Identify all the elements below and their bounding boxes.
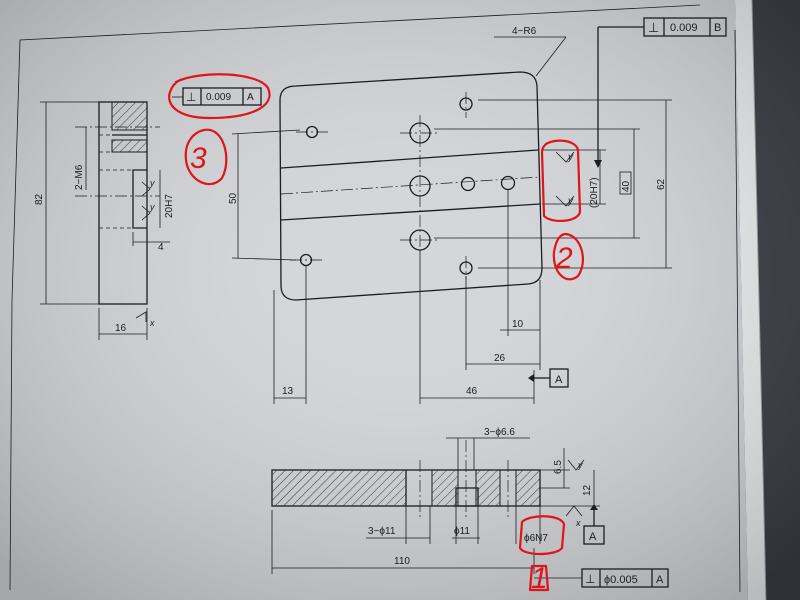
main-view-dim-40: 40 xyxy=(434,128,640,239)
left-view-thread-note: 2−M6 xyxy=(74,127,87,190)
section-counterbore-label: 3−ϕ11 xyxy=(368,526,396,537)
red-annotations: 3 2 1 xyxy=(168,73,584,595)
top-right-datum-letter: B xyxy=(714,22,721,34)
main-view-roughness-top: y xyxy=(567,152,574,163)
red-marker-1: 1 xyxy=(531,562,548,595)
main-view-dim-10-label: 10 xyxy=(512,319,524,330)
sheet-border xyxy=(9,4,701,591)
left-view-width-dim: 16 x xyxy=(98,308,155,340)
red-circle-marker-3 xyxy=(184,128,228,186)
main-view-dim-10: 10 xyxy=(500,190,541,336)
main-view-dim-26-label: 26 xyxy=(494,353,506,364)
left-view-thread-label: 2−M6 xyxy=(74,164,85,190)
left-view-tolerance-value: 0.009 xyxy=(206,92,231,103)
left-view-tolerance-frame: ⊥ 0.009 A xyxy=(172,87,262,106)
left-view-width-label: 16 xyxy=(115,323,127,334)
left-view-perpendicular-symbol: ⊥ xyxy=(186,90,196,104)
section-datum-a: A xyxy=(583,504,605,545)
section-counterbore-dim: 3−ϕ11 xyxy=(366,506,431,544)
red-circle-marker-1 xyxy=(528,564,550,592)
section-datum-letter-frame: A xyxy=(656,574,664,586)
sheet-border-right xyxy=(734,29,741,593)
main-view-roughness-marks: y y xyxy=(555,151,575,207)
main-view-dim-26: 26 xyxy=(465,276,541,370)
main-view-height-right-label: 62 xyxy=(656,178,667,190)
main-view-slot-box-label: 40 xyxy=(621,180,632,192)
section-perpendicular-symbol: ⊥ xyxy=(585,572,595,586)
section-fit-dim: ϕ6N7 xyxy=(515,506,548,544)
top-right-tolerance-frame: ⊥ 0.009 B xyxy=(594,17,727,168)
svg-text:y: y xyxy=(577,460,583,470)
section-length-label: 110 xyxy=(394,556,410,567)
main-view-datum-a: A xyxy=(528,368,569,388)
section-bore-dim: ϕ11 xyxy=(452,506,480,544)
main-view-corner-label: 4−R6 xyxy=(512,26,537,37)
left-view-fit-dim: 20H7 y y xyxy=(141,170,175,228)
section-fit-label: ϕ6N7 xyxy=(524,533,548,544)
main-view-height-left-label: 50 xyxy=(228,192,239,204)
svg-text:y: y xyxy=(149,178,155,188)
left-view-dim-82: 82 xyxy=(34,101,99,305)
main-view-dim-50: 50 xyxy=(228,129,301,261)
section-holes-label: 3−ϕ6.6 xyxy=(484,427,515,438)
section-dim-12-label: 12 xyxy=(582,484,593,496)
top-right-perpendicular-symbol: ⊥ xyxy=(648,20,659,35)
section-bottom-tolerance-frame: ⊥ ϕ0.005 A xyxy=(534,568,669,588)
main-view-roughness-bottom: y xyxy=(567,196,574,207)
red-circle-left-frame xyxy=(168,73,271,120)
left-view-fit-label: 20H7 xyxy=(164,194,175,218)
top-right-tolerance-value: 0.009 xyxy=(670,22,698,34)
section-dim-6-5: 6.5 y xyxy=(540,448,585,489)
section-length-dim: 110 xyxy=(271,510,535,574)
section-view xyxy=(271,440,541,520)
left-side-view xyxy=(75,101,160,305)
main-view-dim-20h7: (20H7) xyxy=(542,149,606,208)
red-marker-2: 2 xyxy=(555,242,573,275)
left-view-datum-letter: A xyxy=(247,92,254,103)
main-view-dim-13: 13 xyxy=(273,266,307,404)
section-tolerance-value: ϕ0.005 xyxy=(604,574,638,586)
section-holes-note: 3−ϕ6.6 xyxy=(446,427,530,470)
section-roughness-label: x xyxy=(575,518,581,528)
main-view-dim-62: 62 xyxy=(478,99,672,269)
main-view-slot-fit-label: (20H7) xyxy=(589,177,600,208)
section-dim-12: 12 x xyxy=(540,470,600,528)
section-dim-6-5-label: 6.5 xyxy=(553,460,564,474)
left-view-height-label: 82 xyxy=(34,193,45,205)
main-view-datum-letter: A xyxy=(555,374,563,386)
svg-text:y: y xyxy=(149,202,155,212)
red-box-fit xyxy=(518,515,566,556)
red-marker-3: 3 xyxy=(190,142,207,175)
main-plate-view xyxy=(279,71,543,301)
left-view-depth-dim: 4 xyxy=(132,232,170,253)
main-view-corner-note: 4−R6 xyxy=(494,26,567,77)
left-view-roughness-label: x xyxy=(149,318,155,328)
red-circle-marker-2 xyxy=(552,232,584,281)
section-datum-letter: A xyxy=(589,531,597,543)
main-view-dim-13-label: 13 xyxy=(282,386,294,397)
section-bore-label: ϕ11 xyxy=(454,526,470,537)
red-box-roughness xyxy=(540,139,582,222)
main-view-dim-46-label: 46 xyxy=(466,386,478,397)
left-view-depth-label: 4 xyxy=(158,242,164,253)
